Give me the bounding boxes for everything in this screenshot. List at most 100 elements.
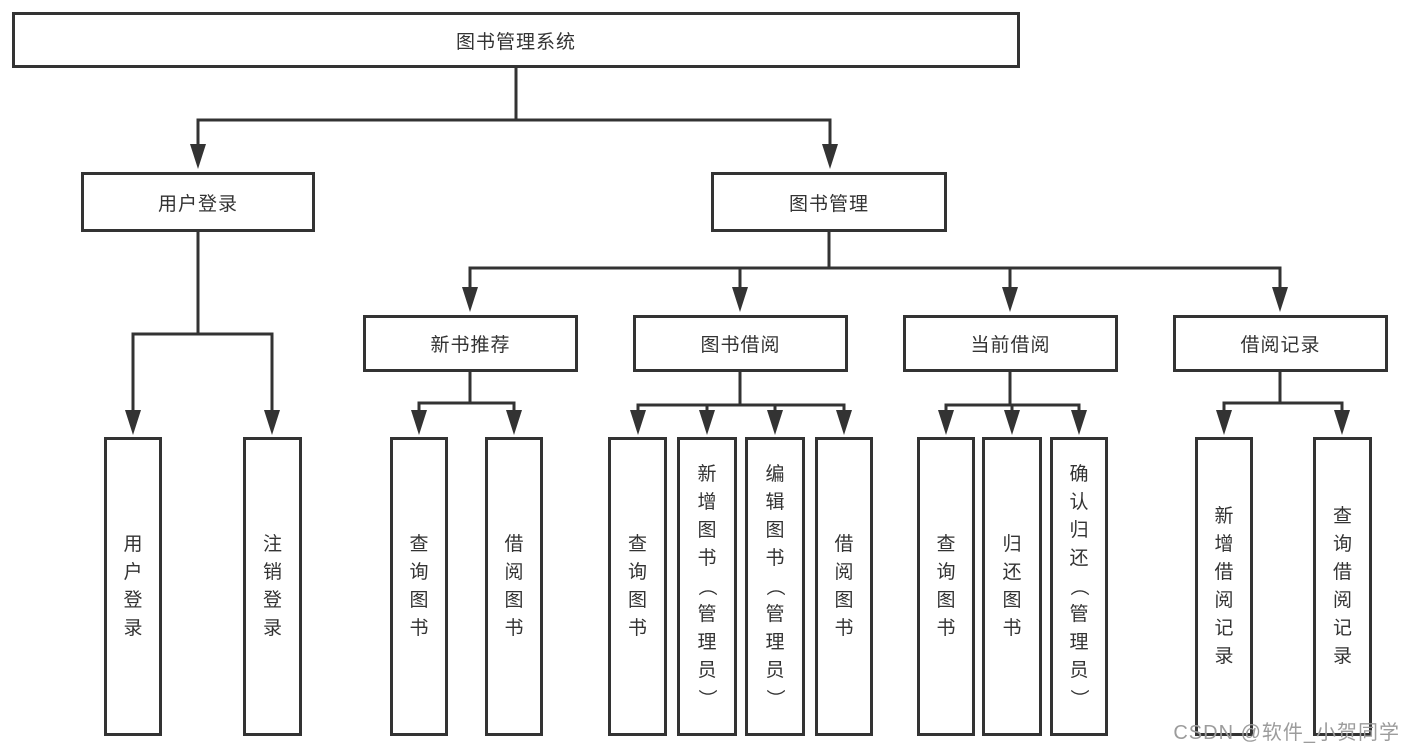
vertical-label-char: 书 (834, 618, 854, 639)
vertical-label-char: 书 (409, 618, 429, 639)
node-borrowing-records: 借阅记录 (1173, 315, 1388, 372)
vertical-label-char: 记 (1332, 618, 1352, 639)
vertical-label-char: 书 (697, 548, 717, 569)
vertical-label-char: 图 (834, 590, 854, 611)
vertical-label-char: 登 (123, 590, 143, 611)
vertical-label-char: 管 (1069, 604, 1089, 625)
node-logout: 注销登录 (243, 437, 302, 736)
vertical-label-char: 用 (123, 534, 143, 555)
node-add-book-admin: 新增图书 （ 管理员 ） (677, 437, 737, 736)
node-label: 借阅记录 (1240, 335, 1321, 356)
vertical-label-char: 归 (1069, 520, 1089, 541)
vertical-label-char: 书 (504, 618, 524, 639)
vertical-label-char: 图 (409, 590, 429, 611)
vertical-label-char: 图 (697, 520, 717, 541)
vertical-label-char: 询 (627, 562, 647, 583)
vertical-label-char: 图 (504, 590, 524, 611)
node-label: 图书借阅 (700, 335, 781, 356)
vertical-label-char: 图 (765, 520, 785, 541)
vertical-label-char: 编 (765, 464, 785, 485)
vertical-label-char: 询 (409, 562, 429, 583)
vertical-label-char: 书 (936, 618, 956, 639)
vertical-label-char: 录 (262, 618, 282, 639)
vertical-label-char: 借 (834, 534, 854, 555)
node-borrow-books-recommend: 借阅图书 (485, 437, 543, 736)
vertical-label-char: 辑 (765, 492, 785, 513)
node-label: 用户登录 (157, 193, 238, 215)
vertical-label-char: 图 (1002, 590, 1022, 611)
node-label: 图书管理系统 (455, 31, 576, 53)
vertical-label-char: （ (764, 576, 786, 597)
node-query-books-recommend: 查询图书 (390, 437, 448, 736)
node-label: 新书推荐 (430, 335, 511, 356)
vertical-label-char: 员 (697, 660, 717, 681)
vertical-label-char: 理 (765, 632, 785, 653)
vertical-label-char: 确 (1069, 464, 1089, 485)
vertical-label-char: 归 (1002, 534, 1022, 555)
vertical-label-char: 借 (1214, 562, 1234, 583)
vertical-label-char: 阅 (504, 562, 524, 583)
node-query-books-current: 查询图书 (917, 437, 975, 736)
node-user-login: 用户登录 (81, 172, 315, 232)
vertical-label-char: 注 (262, 534, 282, 555)
vertical-label-char: 管 (697, 604, 717, 625)
node-edit-book-admin: 编辑图书 （ 管理员 ） (745, 437, 805, 736)
node-query-borrow-record: 查询借阅记录 (1313, 437, 1372, 736)
vertical-label-char: 询 (1332, 534, 1352, 555)
vertical-label-char: 询 (936, 562, 956, 583)
vertical-label-char: 员 (1069, 660, 1089, 681)
node-new-book-recommendation: 新书推荐 (363, 315, 578, 372)
vertical-label-char: 员 (765, 660, 785, 681)
node-borrow-books-borrowing: 借阅图书 (815, 437, 873, 736)
vertical-label-char: 增 (1214, 534, 1234, 555)
node-add-borrow-record: 新增借阅记录 (1195, 437, 1253, 736)
vertical-label-char: ） (764, 688, 786, 709)
vertical-label-char: 阅 (1214, 590, 1234, 611)
vertical-label-char: 理 (697, 632, 717, 653)
vertical-label-char: 阅 (834, 562, 854, 583)
vertical-label-char: ） (696, 688, 718, 709)
vertical-label-char: 录 (123, 618, 143, 639)
node-library-management-system: 图书管理系统 (12, 12, 1020, 68)
node-return-book: 归还图书 (982, 437, 1042, 736)
vertical-label-char: 增 (697, 492, 717, 513)
vertical-label-char: 还 (1002, 562, 1022, 583)
vertical-label-char: 借 (504, 534, 524, 555)
vertical-label-char: 新 (1214, 506, 1234, 527)
vertical-label-char: 户 (123, 562, 143, 583)
node-query-books-borrowing: 查询图书 (608, 437, 667, 736)
vertical-label-char: 查 (1332, 506, 1352, 527)
vertical-label-char: 书 (1002, 618, 1022, 639)
vertical-label-char: 管 (765, 604, 785, 625)
vertical-label-char: 查 (627, 534, 647, 555)
vertical-label-char: 录 (1332, 646, 1352, 667)
vertical-label-char: 还 (1069, 548, 1089, 569)
vertical-label-char: 理 (1069, 632, 1089, 653)
node-current-borrowing: 当前借阅 (903, 315, 1118, 372)
node-label: 当前借阅 (970, 335, 1051, 356)
vertical-label-char: 书 (627, 618, 647, 639)
vertical-label-char: 图 (627, 590, 647, 611)
vertical-label-char: （ (696, 576, 718, 597)
vertical-label-char: 登 (262, 590, 282, 611)
csdn-watermark: CSDN @软件_小贺同学 (1173, 722, 1400, 744)
vertical-label-char: 记 (1214, 618, 1234, 639)
vertical-label-char: 录 (1214, 646, 1234, 667)
vertical-label-char: 查 (409, 534, 429, 555)
vertical-label-char: ） (1068, 688, 1090, 709)
node-confirm-return-admin: 确认归还 （ 管理员 ） (1050, 437, 1108, 736)
node-label: 图书管理 (788, 193, 869, 215)
vertical-label-char: 销 (262, 562, 282, 583)
vertical-label-char: （ (1068, 576, 1090, 597)
vertical-label-char: 图 (936, 590, 956, 611)
node-book-management: 图书管理 (711, 172, 947, 232)
node-user-login-leaf: 用户登录 (104, 437, 162, 736)
node-book-borrowing: 图书借阅 (633, 315, 848, 372)
vertical-label-char: 查 (936, 534, 956, 555)
vertical-label-char: 书 (765, 548, 785, 569)
vertical-label-char: 借 (1332, 562, 1352, 583)
vertical-label-char: 认 (1069, 492, 1089, 513)
vertical-label-char: 新 (697, 464, 717, 485)
